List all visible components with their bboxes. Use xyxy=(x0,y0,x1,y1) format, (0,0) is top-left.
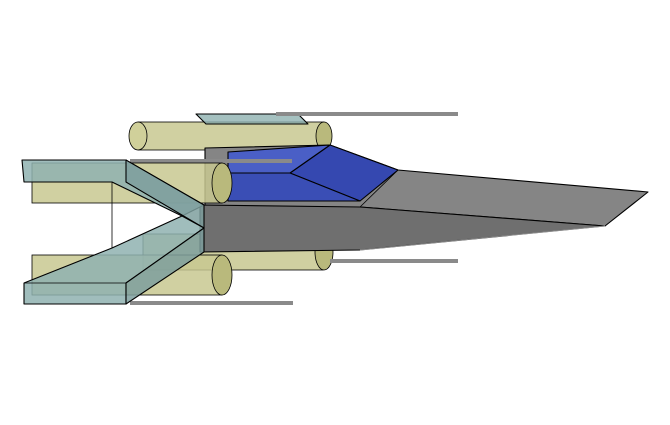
hull-seam xyxy=(359,169,399,208)
upper-front-engine-end xyxy=(211,162,233,204)
middle-cannon xyxy=(130,159,292,163)
lower-wing-inner xyxy=(125,227,205,305)
upper-rear-engine xyxy=(128,121,333,151)
upper-rear-wing xyxy=(195,113,309,125)
hull-highlight xyxy=(359,225,606,251)
bottom-cannon xyxy=(130,301,293,305)
upper-rear-engine-cap xyxy=(128,121,148,151)
upper-rear-engine-body xyxy=(137,121,325,151)
lower-front-engine-end xyxy=(211,254,233,296)
x-wings xyxy=(21,159,205,305)
upper-cannon xyxy=(276,112,458,116)
lower-cannon xyxy=(330,259,458,263)
